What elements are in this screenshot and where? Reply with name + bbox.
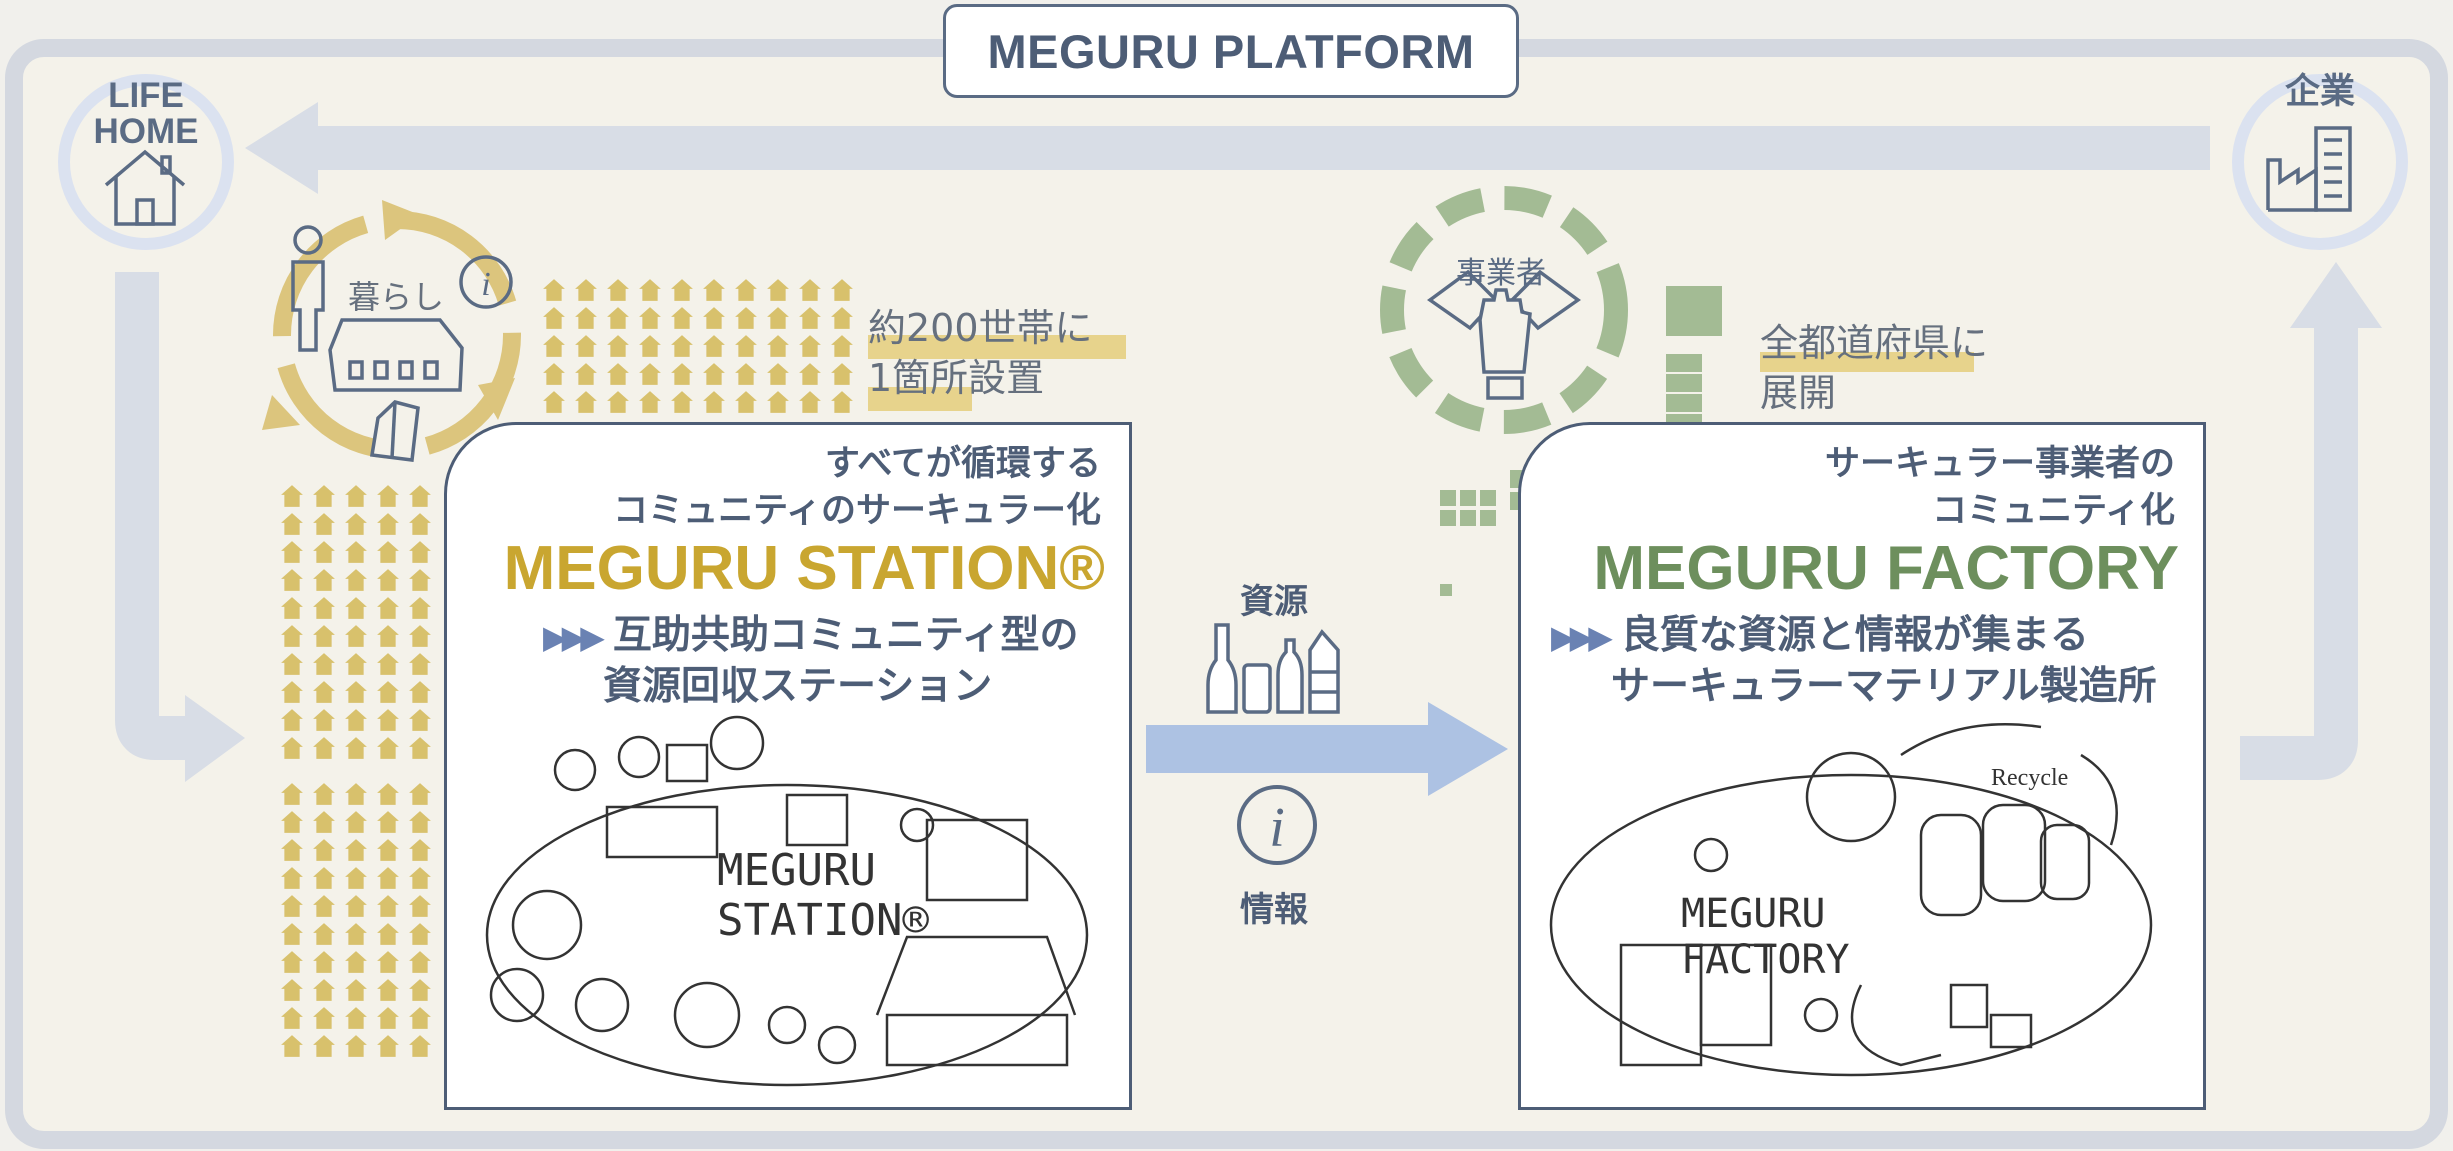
station-panel: すべてが循環する コミュニティのサーキュラー化 MEGURU STATION® …	[444, 422, 1132, 1110]
note-highlight	[868, 387, 972, 411]
info-label: 情報	[1240, 890, 1308, 930]
arrow-factory-to-company	[2240, 262, 2382, 780]
house-icon	[104, 149, 186, 226]
business-ring	[1380, 186, 1628, 434]
note-highlight	[868, 335, 1126, 359]
home-node	[58, 74, 234, 250]
factory-note: 全都道府県に 展開	[1760, 321, 1989, 415]
triple-arrow-icon: ▶▶▶	[543, 618, 605, 656]
factory-illustration-text-line2: FACTORY	[1681, 937, 1850, 983]
cycle-label: 暮らし	[348, 278, 445, 316]
company-label: 企業	[2284, 72, 2355, 111]
factory-icon	[2266, 126, 2352, 212]
note-highlight	[1760, 352, 1974, 372]
factory-brand: MEGURU FACTORY	[1593, 534, 2179, 603]
bottles-icon	[1206, 623, 1340, 714]
station-brand: MEGURU STATION®	[503, 534, 1105, 603]
station-subtitle: すべてが循環する コミュニティのサーキュラー化	[613, 444, 1101, 531]
recycle-label: Recycle	[1991, 765, 2068, 791]
station-description: ▶▶▶互助共助コミュニティ型の 資源回収ステーション	[543, 613, 1079, 709]
community-house-icon	[328, 318, 464, 392]
svg-text:i: i	[481, 266, 490, 303]
milk-carton-icon	[369, 400, 420, 462]
triple-arrow-icon: ▶▶▶	[1551, 618, 1613, 656]
factory-illustration: Recycle MEGURU FACTORY	[1549, 722, 2153, 1077]
station-illustration-text-line2: STATION®	[717, 895, 929, 946]
home-label: LIFE HOME	[93, 76, 199, 151]
arrow-company-to-home	[245, 102, 2210, 194]
ring-label: 事業者	[1456, 256, 1546, 291]
station-note: 約200世帯に 1箇所設置	[868, 306, 1093, 400]
company-node	[2232, 74, 2408, 250]
factory-description: ▶▶▶良質な資源と情報が集まる サーキュラーマテリアル製造所	[1551, 613, 2157, 709]
info-icon: i	[1237, 785, 1317, 865]
arrow-station-to-factory	[1146, 702, 1508, 796]
handshake-icon	[1427, 269, 1581, 400]
factory-panel: サーキュラー事業者の コミュニティ化 MEGURU FACTORY ▶▶▶良質な…	[1518, 422, 2206, 1110]
factory-subtitle: サーキュラー事業者の コミュニティ化	[1824, 444, 2175, 531]
svg-text:i: i	[1269, 797, 1285, 859]
resource-label: 資源	[1240, 582, 1308, 622]
info-badge-icon: i	[459, 255, 513, 309]
platform-title: MEGURU PLATFORM	[987, 24, 1475, 78]
station-illustration-text-line1: MEGURU	[717, 845, 876, 896]
station-illustration: MEGURU STATION®	[485, 715, 1089, 1087]
factory-illustration-text-line1: MEGURU	[1681, 891, 1826, 937]
arrow-home-to-station	[115, 272, 245, 782]
life-cycle-ring: i	[262, 200, 521, 462]
platform-title-box: MEGURU PLATFORM	[943, 4, 1519, 98]
person-icon	[291, 225, 325, 352]
